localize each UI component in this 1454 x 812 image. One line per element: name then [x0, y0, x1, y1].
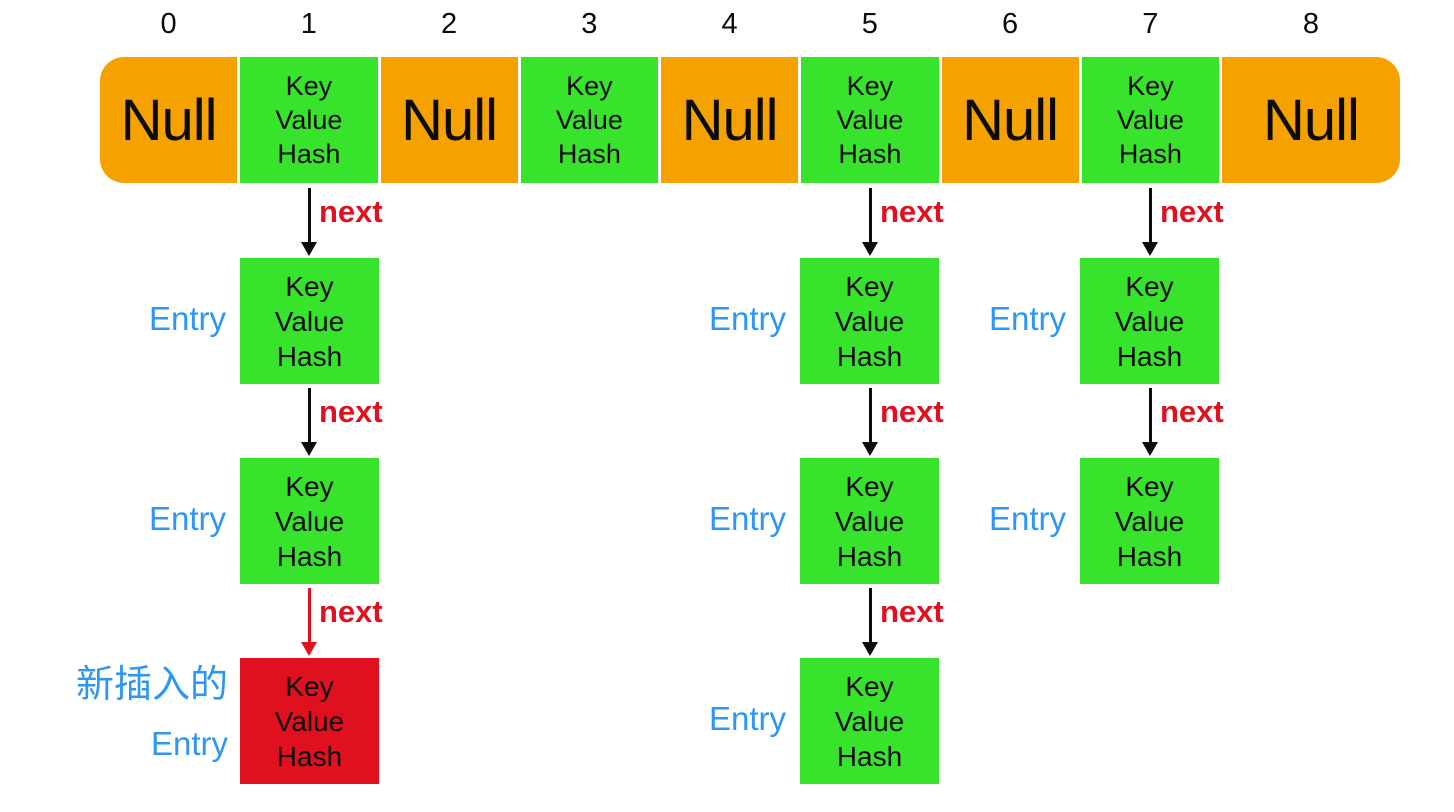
entry-label: Entry	[708, 700, 786, 737]
entry-node: Key Value Hash	[1080, 258, 1219, 384]
bucket-cell-null: Null	[1222, 57, 1400, 183]
next-label: next	[880, 394, 944, 429]
next-arrow-icon	[301, 388, 317, 456]
bucket-cell-null: Null	[941, 57, 1079, 183]
entry-node-text: Key Value Hash	[834, 470, 905, 572]
next-label: next	[1160, 194, 1224, 229]
bucket-index-label: 5	[861, 8, 878, 40]
entry-node-text: Key Value Hash	[1114, 270, 1185, 372]
next-label: next	[319, 594, 383, 629]
next-label: next	[1160, 394, 1224, 429]
bucket-index-label: 4	[721, 8, 738, 40]
next-arrow-icon	[862, 388, 878, 456]
entry-label: Entry	[988, 300, 1066, 337]
bucket-cell-entry: Key Value Hash	[240, 57, 378, 183]
entry-node: Key Value Hash	[800, 658, 939, 784]
next-arrow-icon	[1142, 388, 1158, 456]
bucket-index-label: 1	[300, 8, 317, 40]
bucket-cell-null: Null	[380, 57, 518, 183]
next-arrow-icon	[862, 188, 878, 256]
next-arrow-red-icon	[301, 588, 317, 656]
new-entry-node: Key Value Hash	[240, 658, 379, 784]
bucket-index-label: 3	[581, 8, 598, 40]
bucket-cell-null: Null	[661, 57, 799, 183]
entry-label: Entry	[148, 300, 226, 337]
entry-node-text: Key Value Hash	[274, 270, 345, 372]
new-entry-label-line1: 新插入的	[75, 664, 228, 706]
entry-label: Entry	[148, 500, 226, 537]
bucket-index-label: 2	[441, 8, 458, 40]
entry-label: Entry	[988, 500, 1066, 537]
bucket-array: Null Key Value Hash Null Key Value Hash …	[100, 57, 1400, 183]
entry-node-text: Key Value Hash	[834, 270, 905, 372]
entry-label: Entry	[708, 500, 786, 537]
bucket-cell-entry: Key Value Hash	[1081, 57, 1219, 183]
next-label: next	[880, 594, 944, 629]
bucket-index-label: 6	[1002, 8, 1019, 40]
next-arrow-icon	[301, 188, 317, 256]
bucket-index-label: 0	[160, 8, 177, 40]
entry-node-text: Key Value Hash	[274, 470, 345, 572]
new-entry-label-line2: Entry	[150, 725, 228, 762]
entry-node-text: Key Value Hash	[274, 670, 345, 772]
next-label: next	[319, 194, 383, 229]
entry-node: Key Value Hash	[800, 258, 939, 384]
new-entry-label: 新插入的 Entry	[28, 660, 228, 764]
entry-node: Key Value Hash	[1080, 458, 1219, 584]
entry-node-text: Key Value Hash	[834, 670, 905, 772]
bucket-index-row: 0 1 2 3 4 5 6 7 8	[100, 8, 1400, 41]
bucket-cell-entry: Key Value Hash	[801, 57, 939, 183]
bucket-index-label: 8	[1302, 8, 1320, 40]
entry-node: Key Value Hash	[240, 458, 379, 584]
next-arrow-icon	[1142, 188, 1158, 256]
entry-label: Entry	[708, 300, 786, 337]
bucket-cell-null: Null	[100, 57, 238, 183]
entry-node: Key Value Hash	[800, 458, 939, 584]
entry-node-text: Key Value Hash	[1114, 470, 1185, 572]
next-label: next	[319, 394, 383, 429]
next-arrow-icon	[862, 588, 878, 656]
next-label: next	[880, 194, 944, 229]
bucket-cell-entry: Key Value Hash	[520, 57, 658, 183]
bucket-index-label: 7	[1142, 8, 1159, 40]
entry-node: Key Value Hash	[240, 258, 379, 384]
